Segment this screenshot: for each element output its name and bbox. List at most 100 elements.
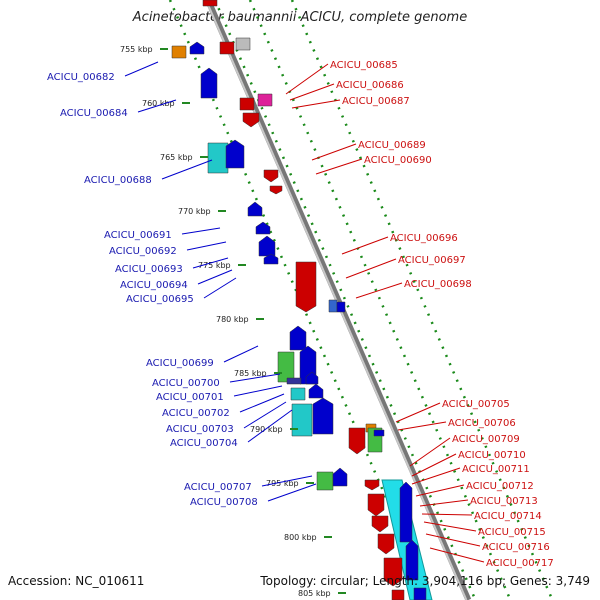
- gene-label-leader: [186, 241, 227, 251]
- gene-feature: [258, 235, 276, 257]
- gene-label-leader: [341, 236, 389, 255]
- position-tick-label: 790 kbp: [250, 425, 283, 434]
- gene-label-right: ACICU_00696: [390, 233, 458, 244]
- track-dotted-line: [248, 0, 512, 600]
- gene-label-left: ACICU_00694: [120, 280, 188, 291]
- gene-label-left: ACICU_00702: [162, 408, 230, 419]
- position-tick-label: 775 kbp: [198, 261, 231, 270]
- gene-label-leader: [285, 63, 329, 95]
- gene-feature: [328, 299, 338, 313]
- gene-feature: [332, 467, 348, 487]
- gene-label-leader: [203, 277, 237, 299]
- gene-feature: [383, 557, 403, 587]
- gene-label-leader: [429, 547, 485, 563]
- gene-feature: [336, 301, 346, 313]
- gene-feature: [269, 185, 283, 195]
- gene-feature: [225, 139, 245, 169]
- gene-feature: [286, 377, 302, 385]
- gene-feature: [377, 533, 395, 555]
- gene-feature: [207, 142, 229, 174]
- gene-label-leader: [425, 533, 481, 547]
- gene-label-leader: [423, 521, 477, 532]
- gene-label-leader: [355, 282, 403, 299]
- gene-feature: [312, 397, 334, 435]
- gene-label-leader: [395, 402, 441, 423]
- gene-label-leader: [409, 437, 451, 467]
- gene-label-right: ACICU_00697: [398, 255, 466, 266]
- gene-label-right: ACICU_00685: [330, 60, 398, 71]
- gene-label-right: ACICU_00715: [478, 527, 546, 538]
- gene-label-right: ACICU_00712: [466, 481, 534, 492]
- gene-feature: [295, 261, 317, 313]
- gene-label-left: ACICU_00703: [166, 424, 234, 435]
- gene-label-left: ACICU_00684: [60, 108, 128, 119]
- gene-label-right: ACICU_00686: [336, 80, 404, 91]
- gene-label-right: ACICU_00709: [452, 434, 520, 445]
- position-tick-label: 755 kbp: [120, 45, 153, 54]
- gene-label-leader: [233, 385, 283, 397]
- gene-label-leader: [421, 513, 473, 516]
- gene-label-left: ACICU_00701: [156, 392, 224, 403]
- gene-label-leader: [289, 83, 335, 101]
- gene-label-leader: [345, 258, 397, 279]
- gene-feature: [391, 589, 405, 600]
- gene-label-right: ACICU_00687: [342, 96, 410, 107]
- gene-label-leader: [137, 99, 177, 113]
- gene-feature: [200, 67, 218, 99]
- gene-label-left: ACICU_00695: [126, 294, 194, 305]
- gene-label-leader: [124, 61, 159, 77]
- position-tick-label: 795 kbp: [266, 479, 299, 488]
- gene-label-leader: [197, 269, 233, 285]
- gene-feature: [242, 112, 260, 128]
- position-tick-label: 760 kbp: [142, 99, 175, 108]
- gene-label-right: ACICU_00698: [404, 279, 472, 290]
- gene-feature: [399, 481, 413, 543]
- gene-feature: [202, 0, 218, 7]
- gene-label-right: ACICU_00711: [462, 464, 530, 475]
- gene-label-leader: [311, 143, 357, 161]
- gene-feature: [305, 371, 319, 385]
- gene-label-right: ACICU_00689: [358, 140, 426, 151]
- gene-label-leader: [415, 484, 465, 497]
- gene-label-leader: [411, 467, 461, 485]
- gene-label-left: ACICU_00682: [47, 72, 115, 83]
- gene-label-leader: [411, 453, 457, 477]
- gene-label-right: ACICU_00716: [482, 542, 550, 553]
- gene-label-leader: [223, 345, 259, 363]
- gene-feature: [255, 221, 271, 235]
- gene-label-leader: [247, 409, 293, 443]
- genome-summary-text: Topology: circular; Length: 3,904,116 bp…: [260, 574, 590, 588]
- gene-label-leader: [291, 99, 341, 109]
- position-tick-label: 800 kbp: [284, 533, 317, 542]
- gene-feature: [364, 479, 380, 491]
- gene-label-right: ACICU_00717: [486, 558, 554, 569]
- gene-label-leader: [419, 499, 469, 507]
- accession-text: Accession: NC_010611: [8, 574, 145, 588]
- gene-label-right: ACICU_00706: [448, 418, 516, 429]
- gene-label-leader: [229, 373, 281, 383]
- gene-label-leader: [397, 421, 447, 431]
- gene-feature: [289, 325, 307, 351]
- gene-feature: [239, 97, 255, 111]
- position-tick-label: 765 kbp: [160, 153, 193, 162]
- gene-label-right: ACICU_00705: [442, 399, 510, 410]
- gene-feature: [316, 471, 334, 491]
- position-tick-label: 785 kbp: [234, 369, 267, 378]
- track-dotted-line: [168, 0, 432, 600]
- gene-label-leader: [243, 401, 287, 429]
- position-tick-label: 770 kbp: [178, 207, 211, 216]
- gene-feature: [290, 387, 306, 401]
- gene-feature: [371, 515, 389, 533]
- gene-label-leader: [315, 158, 363, 175]
- gene-label-right: ACICU_00713: [470, 496, 538, 507]
- gene-label-right: ACICU_00714: [474, 511, 542, 522]
- gene-feature: [219, 41, 235, 55]
- gene-label-leader: [181, 227, 221, 235]
- gene-label-left: ACICU_00704: [170, 438, 238, 449]
- gene-feature: [235, 37, 251, 51]
- gene-label-right: ACICU_00710: [458, 450, 526, 461]
- gene-label-left: ACICU_00708: [190, 497, 258, 508]
- gene-feature: [257, 93, 273, 107]
